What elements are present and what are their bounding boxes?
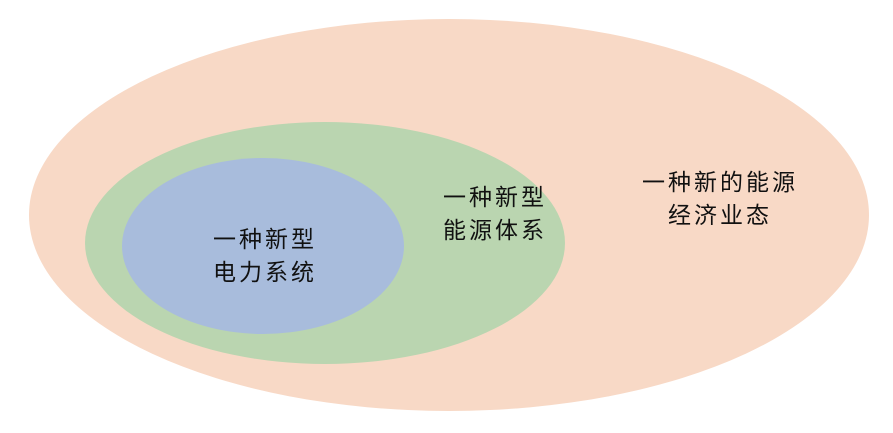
inner-ellipse: [122, 158, 404, 334]
outer-label-line-1: 一种新的能源: [642, 170, 798, 196]
middle-label-line-2: 能源体系: [443, 218, 547, 244]
middle-label-line-1: 一种新型: [443, 185, 547, 211]
inner-label-line-1: 一种新型: [213, 227, 317, 253]
inner-label-line-2: 电力系统: [213, 260, 317, 286]
outer-label-line-2: 经济业态: [668, 203, 772, 229]
